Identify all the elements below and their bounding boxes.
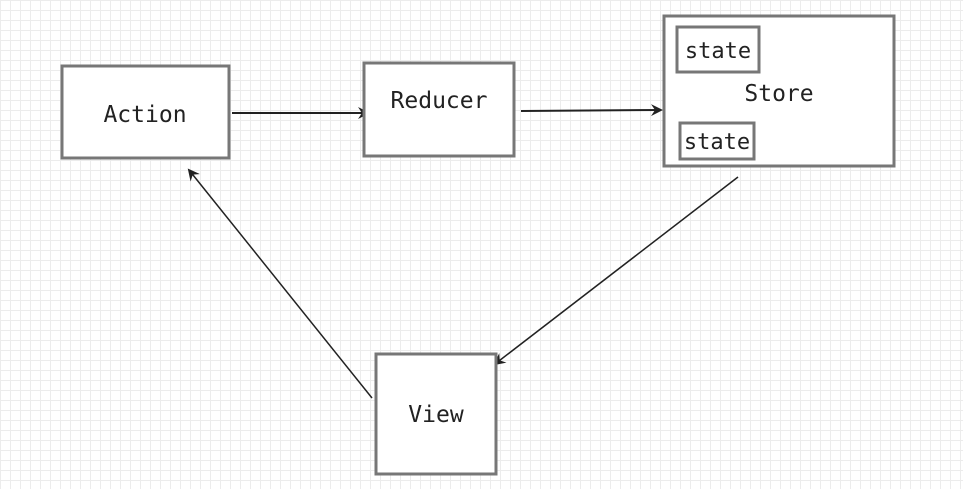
node-reducer-label: Reducer: [391, 88, 488, 114]
edge-view-to-action: [187, 168, 373, 399]
node-view: View: [374, 352, 498, 476]
edge-reducer-to-store: [520, 104, 663, 117]
node-store: state Store state: [662, 14, 896, 168]
node-action: Action: [60, 64, 231, 160]
node-store-label: Store: [744, 81, 813, 107]
store-state-box-top: [675, 25, 761, 74]
store-state-label-top: state: [685, 39, 751, 64]
node-view-box: [374, 352, 498, 476]
node-action-label: Action: [103, 102, 186, 128]
store-state-label-bottom: state: [684, 130, 750, 155]
node-action-box: [60, 64, 231, 160]
node-view-label: View: [408, 402, 464, 428]
node-reducer: Reducer: [362, 61, 516, 158]
edge-store-to-view: [493, 176, 739, 366]
store-state-box-bottom: [678, 121, 756, 161]
node-reducer-box: [362, 61, 516, 158]
